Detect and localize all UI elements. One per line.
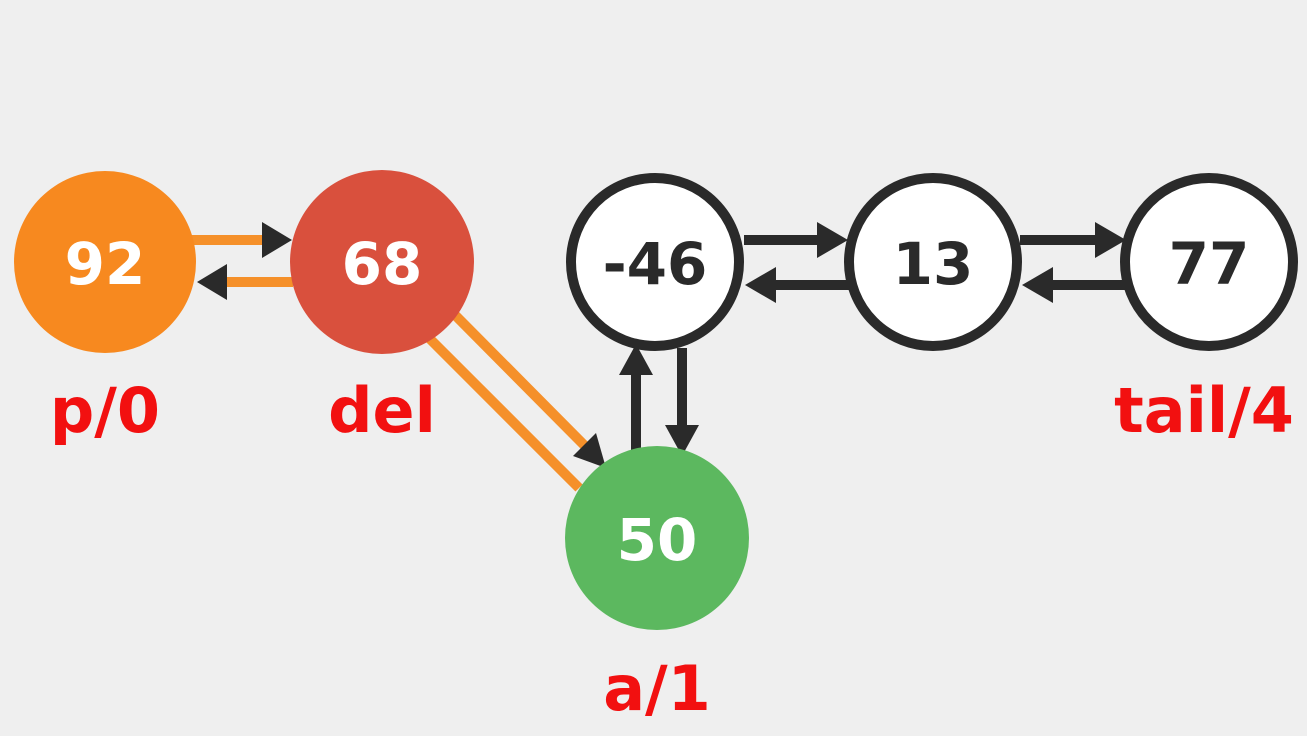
node-92-circle [14,171,196,353]
node-13-value: 13 [893,230,974,298]
edge-13-to-77 [1020,222,1126,258]
node-68-value: 68 [342,230,423,298]
edge-68-to-92 [197,264,293,300]
node-minus46: -46 [566,173,744,351]
edge-68-to-50 [451,311,606,468]
edge-50-to-68 [422,331,583,492]
node-92-label: p/0 [50,374,160,447]
node-77-value: 77 [1169,230,1250,298]
node-50-value: 50 [617,506,698,574]
node-minus46-value: -46 [603,230,708,298]
edge-minus46-to-50 [665,348,699,456]
edge-minus46-to-13 [744,222,848,258]
edge-92-to-68 [190,222,292,258]
node-68-circle [290,170,474,354]
node-77-label: tail/4 [1114,374,1294,447]
node-92-value: 92 [65,230,146,298]
node-68: 68 [290,170,474,354]
node-68-label: del [328,374,436,447]
node-minus46-circle [566,173,744,351]
node-13-circle [844,173,1022,351]
edge-77-to-13 [1022,267,1128,303]
node-77-circle [1120,173,1298,351]
node-50-label: a/1 [603,652,711,725]
node-50: 50 [565,446,749,630]
edge-50-to-minus46 [619,344,653,455]
edge-13-to-minus46 [745,267,850,303]
node-13: 13 [844,173,1022,351]
node-77: 77 [1120,173,1298,351]
node-92: 92 [14,171,196,353]
node-50-circle [565,446,749,630]
